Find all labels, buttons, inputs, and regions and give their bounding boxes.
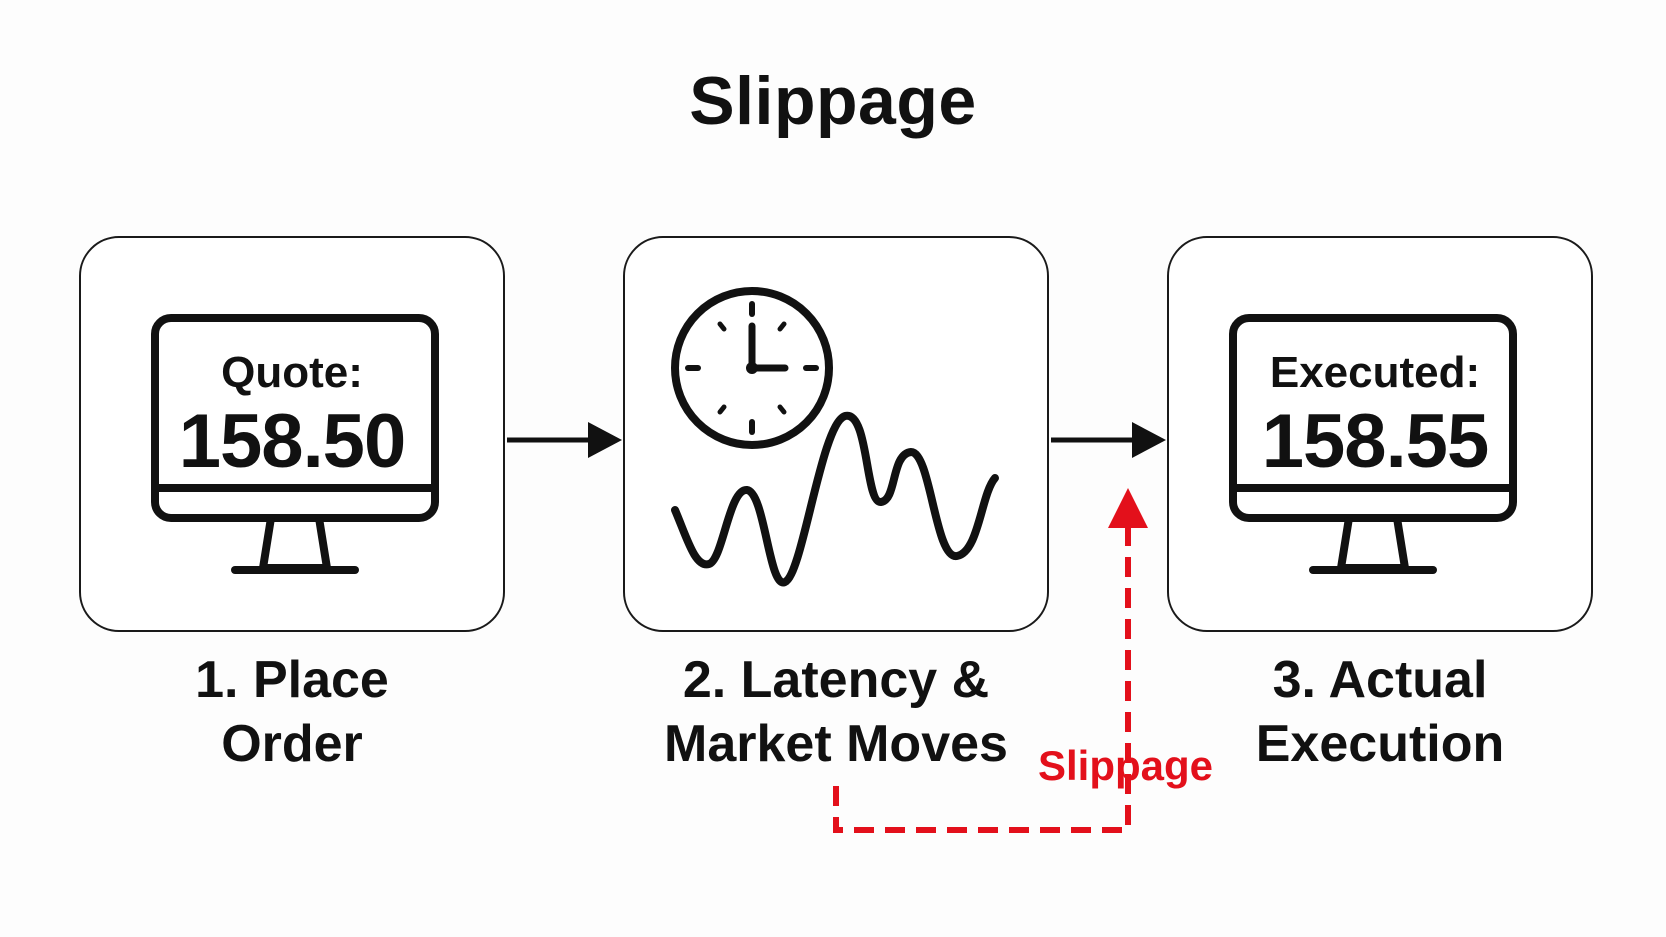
step-label-line: Execution [1255,715,1505,773]
step-place-order-box: Quote: 158.50 [79,236,505,632]
clock-icon [671,287,833,449]
monitor-icon [151,314,439,574]
quote-value: 158.50 [178,399,406,484]
executed-value: 158.55 [1261,399,1489,484]
arrow-step2-to-step3 [1051,422,1166,458]
quote-caption: Quote: [221,348,363,397]
step-label-line: 2. Latency & [682,651,990,709]
step-label-latency: 2. Latency & Market Moves [586,648,1086,776]
slippage-dashed-arrow [833,488,1148,833]
step-label-place-order: 1. Place Order [42,648,542,776]
step-label-line: Market Moves [664,715,1008,773]
diagram-title: Slippage [689,63,977,139]
step-label-execution: 3. Actual Execution [1130,648,1630,776]
wave-icon [671,411,999,587]
step-label-line: 3. Actual [1272,651,1488,709]
step-execution-box: Executed: 158.55 [1167,236,1593,632]
step-label-line: Order [221,715,363,773]
step-latency-box [623,236,1049,632]
latency-illustration [671,287,999,587]
arrow-step1-to-step2 [507,422,622,458]
monitor-icon [1229,314,1517,574]
step-label-line: 1. Place [195,651,389,709]
executed-caption: Executed: [1269,348,1481,397]
slippage-label: Slippage [1038,742,1214,789]
